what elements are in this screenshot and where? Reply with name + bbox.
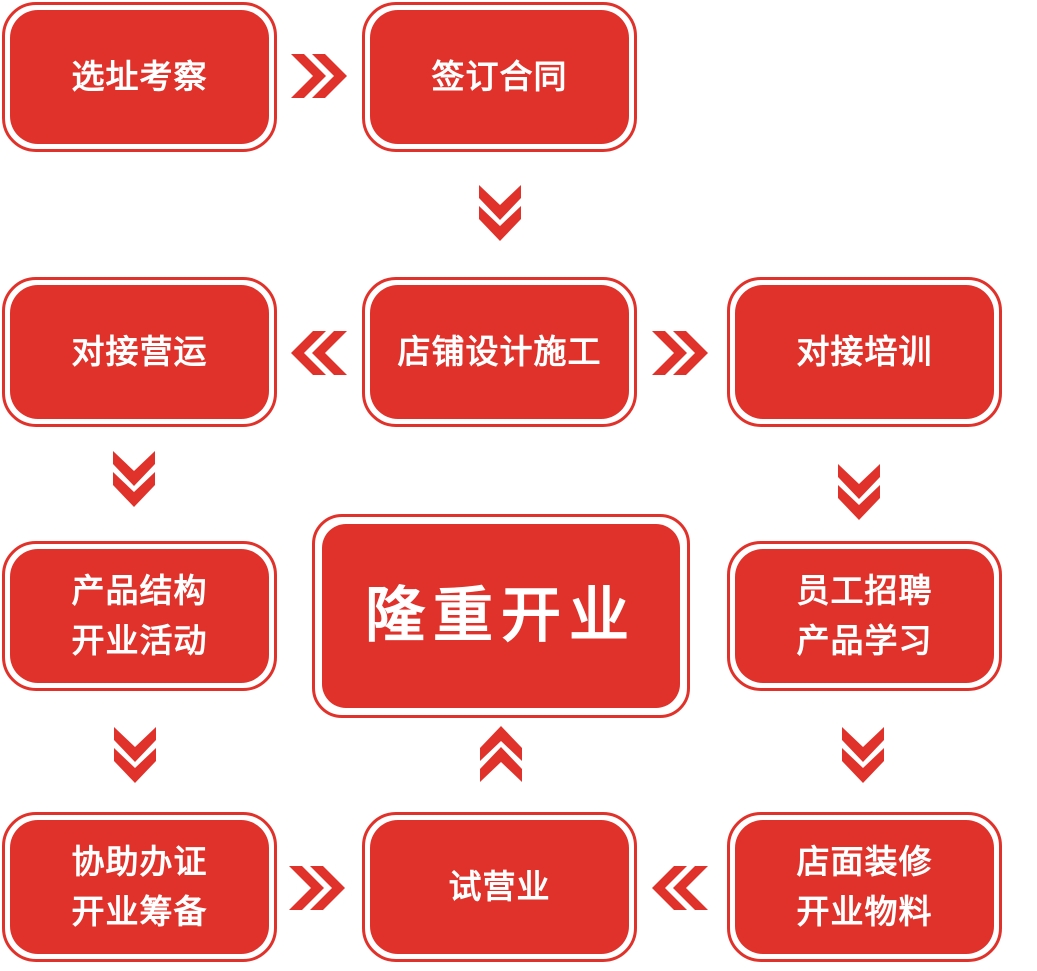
- step-label-line-1: 协助办证: [71, 842, 208, 881]
- double-chevron-down-icon: [838, 464, 880, 520]
- double-chevron-up-icon: [480, 726, 522, 782]
- step-label: 选址考察: [71, 57, 208, 96]
- step-product-structure-fill: 产品结构 开业活动: [10, 549, 269, 683]
- step-label-line-1: 店面装修: [796, 842, 933, 881]
- center-label: 隆重开业: [365, 581, 637, 651]
- double-chevron-right-icon: [652, 331, 708, 375]
- step-label: 对接培训: [796, 332, 933, 371]
- step-training-handoff-fill: 对接培训: [735, 285, 994, 419]
- step-trial-operation: 试营业: [362, 812, 637, 962]
- step-store-renovation-fill: 店面装修 开业物料: [735, 820, 994, 954]
- step-staff-recruitment-fill: 员工招聘 产品学习: [735, 549, 994, 683]
- double-chevron-down-icon: [113, 451, 155, 507]
- step-site-selection-fill: 选址考察: [10, 10, 269, 144]
- step-label-line-2: 开业活动: [71, 621, 208, 660]
- double-chevron-right-icon: [289, 866, 345, 910]
- step-label: 对接营运: [71, 332, 208, 371]
- step-sign-contract-fill: 签订合同: [370, 10, 629, 144]
- step-label-line-1: 产品结构: [71, 571, 208, 610]
- double-chevron-down-icon: [479, 185, 521, 241]
- step-label: 试营业: [448, 867, 551, 906]
- center-grand-opening: 隆重开业: [312, 514, 690, 718]
- step-label-line-2: 开业筹备: [71, 892, 208, 931]
- step-label: 签订合同: [431, 57, 568, 96]
- double-chevron-down-icon: [842, 727, 884, 783]
- double-chevron-left-icon: [291, 331, 347, 375]
- step-store-design-fill: 店铺设计施工: [370, 285, 629, 419]
- step-site-selection: 选址考察: [2, 2, 277, 152]
- double-chevron-right-icon: [291, 54, 347, 98]
- step-label-line-2: 产品学习: [796, 621, 933, 660]
- center-grand-opening-fill: 隆重开业: [322, 524, 680, 708]
- double-chevron-down-icon: [114, 727, 156, 783]
- step-store-renovation: 店面装修 开业物料: [727, 812, 1002, 962]
- double-chevron-left-icon: [652, 866, 708, 910]
- step-operations-handoff-fill: 对接营运: [10, 285, 269, 419]
- step-license-assist-fill: 协助办证 开业筹备: [10, 820, 269, 954]
- step-training-handoff: 对接培训: [727, 277, 1002, 427]
- step-staff-recruitment: 员工招聘 产品学习: [727, 541, 1002, 691]
- step-label: 店铺设计施工: [397, 332, 602, 371]
- step-license-assist: 协助办证 开业筹备: [2, 812, 277, 962]
- step-store-design: 店铺设计施工: [362, 277, 637, 427]
- step-operations-handoff: 对接营运: [2, 277, 277, 427]
- step-label-line-2: 开业物料: [796, 892, 933, 931]
- step-trial-operation-fill: 试营业: [370, 820, 629, 954]
- step-sign-contract: 签订合同: [362, 2, 637, 152]
- step-label-line-1: 员工招聘: [796, 571, 933, 610]
- step-product-structure: 产品结构 开业活动: [2, 541, 277, 691]
